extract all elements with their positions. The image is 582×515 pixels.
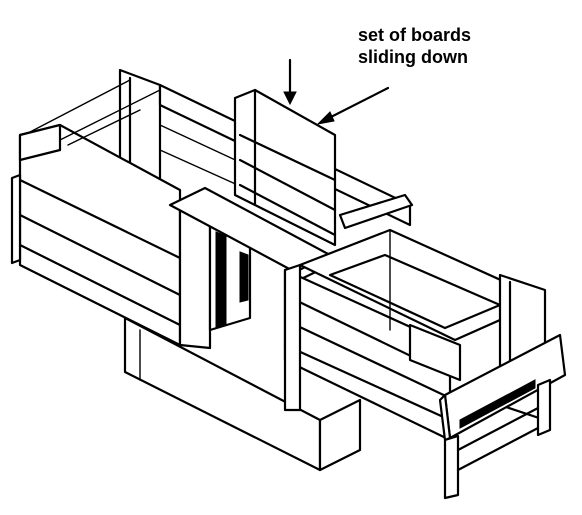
annotation-line-2: sliding down — [358, 47, 468, 67]
left-board-wall — [10, 79, 182, 347]
pointer-arrow-icon — [316, 86, 390, 125]
annotation-label: set of boards sliding down — [358, 24, 538, 68]
sliding-boards — [233, 88, 337, 247]
annotation-line-1: set of boards — [358, 25, 472, 45]
right-end-beam — [438, 333, 567, 500]
down-arrow-icon — [283, 58, 297, 106]
base-box — [123, 316, 362, 472]
center-posts — [178, 206, 252, 350]
